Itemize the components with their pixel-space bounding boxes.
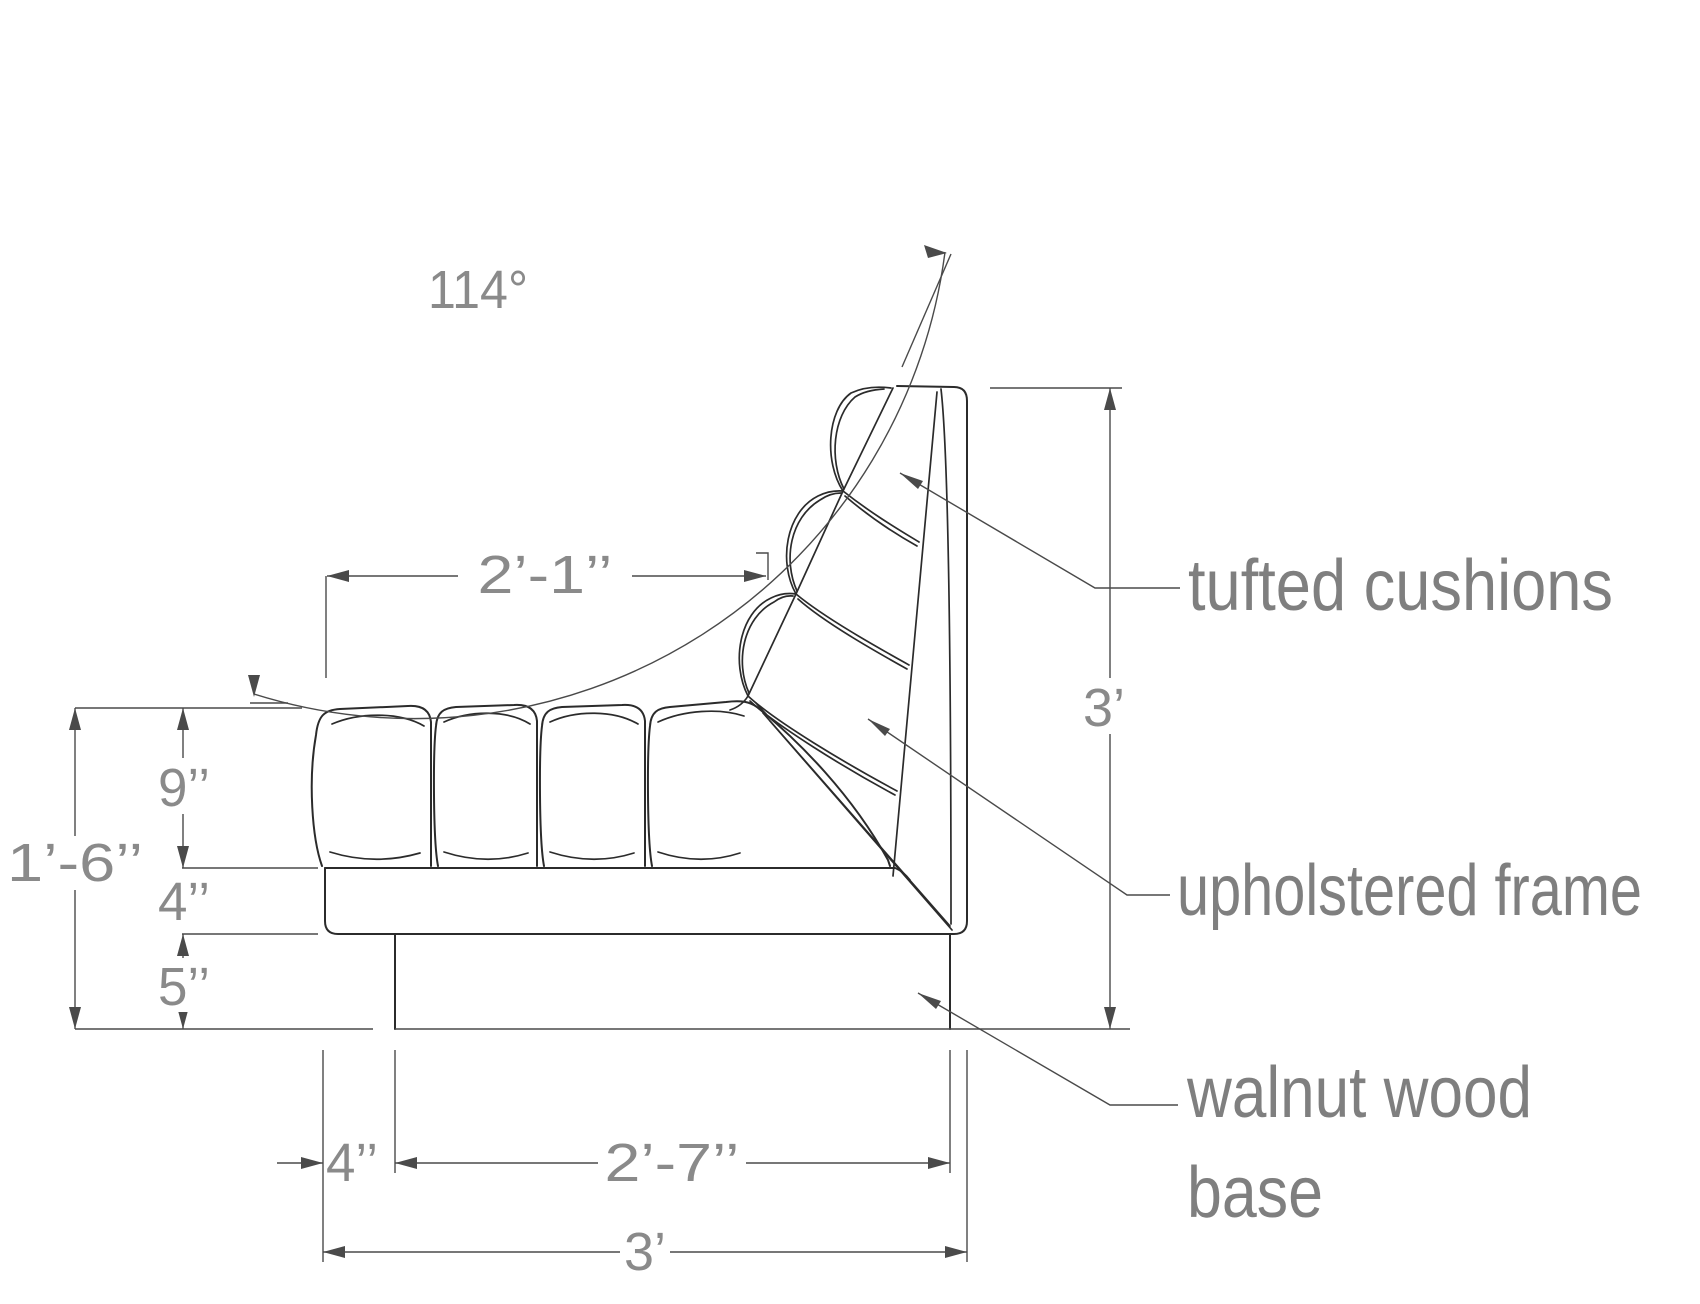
overall-depth-dimension-text: 3’ xyxy=(624,1222,666,1282)
nine-inch-arrow-top xyxy=(177,708,189,730)
five-inch-text-bg xyxy=(152,958,214,1012)
overall-depth-arrow-left xyxy=(323,1246,345,1258)
seat-cushion-2 xyxy=(432,703,538,867)
overall-height-text-bg xyxy=(1080,678,1128,734)
leader-walnut-base xyxy=(917,992,1178,1106)
base-length-arrow-right xyxy=(928,1157,950,1169)
angle-text-bg xyxy=(420,262,536,318)
frame-height-dimension-text: 4’’ xyxy=(158,872,210,932)
angle-dimension-text: 114° xyxy=(428,260,528,320)
total-height-arrow-top xyxy=(69,708,81,730)
leader-tufted-cushions xyxy=(899,472,1180,589)
total-height-text-bg xyxy=(2,836,148,890)
cushion-height-dimension-text: 9’’ xyxy=(158,758,210,818)
angle-arc xyxy=(253,251,946,720)
seat-cushion-4-bottom-seam xyxy=(657,851,741,861)
base-length-dimension-text: 2’-7’’ xyxy=(605,1133,740,1193)
back-seam-middle xyxy=(795,593,910,670)
back-cushion-bottom-bulge-inner xyxy=(741,595,794,694)
dimension-text-backgrounds xyxy=(2,262,1128,1278)
seat-cushion-3 xyxy=(538,703,646,867)
back-cushion-mid-bulge-inner xyxy=(789,492,842,592)
walnut-base-label-line2: base xyxy=(1187,1153,1323,1233)
back-cushion-top-bulge-inner xyxy=(834,388,885,490)
upholstered-frame-outline xyxy=(324,385,968,935)
seat-cushion-4-top-seam xyxy=(657,710,745,723)
seat-cushion-3-top-seam xyxy=(549,712,639,725)
walnut-base-leader-line xyxy=(917,992,1178,1106)
total-height-dimension-text: 1’-6’’ xyxy=(7,833,143,893)
back-cushions xyxy=(729,386,920,796)
overall-depth-arrow-right xyxy=(945,1246,967,1258)
angle-extension-line xyxy=(901,253,952,368)
angle-arrow-bottom xyxy=(248,675,260,697)
upholstered-frame-leader-arrow xyxy=(868,719,890,736)
overall-depth-text-bg xyxy=(620,1224,670,1278)
five-inch-arrow-top xyxy=(177,934,189,956)
tufted-cushions-leader-line xyxy=(899,472,1180,589)
walnut-base-label-line1: walnut wood xyxy=(1186,1053,1532,1133)
seat-cushion-1-top-seam xyxy=(331,714,425,727)
seat-cushion-1 xyxy=(310,704,432,867)
tufted-cushions-label: tufted cushions xyxy=(1188,546,1613,626)
back-panel-line xyxy=(892,391,938,877)
back-cushion-bottom-bulge-outer xyxy=(738,592,797,697)
overall-height-arrow-bottom xyxy=(1104,1007,1116,1029)
bottom-extension-lines xyxy=(322,1050,968,1262)
seat-depth-dimension-text: 2’-1’’ xyxy=(478,545,613,605)
seat-cushion-2-bottom-seam xyxy=(443,851,529,861)
overall-height-dimension-text: 3’ xyxy=(1083,678,1125,738)
dimension-texts: 114° 2’-1’’ 9’’ 1’-6’’ 4’’ 5’’ 3’ 4’’ 2’… xyxy=(7,260,1125,1282)
seat-depth-arrow-left xyxy=(327,570,349,582)
back-seam-top xyxy=(842,490,920,547)
seat-cushion-4 xyxy=(646,700,891,867)
callout-labels: tufted cushions upholstered frame walnut… xyxy=(1177,546,1642,1233)
seat-cushion-1-bottom-seam xyxy=(329,851,421,861)
nine-inch-text-bg xyxy=(152,758,214,814)
walnut-base xyxy=(394,933,951,1030)
tufted-cushions-leader-arrow xyxy=(900,473,923,489)
upholstered-frame-label: upholstered frame xyxy=(1177,851,1642,931)
five-inch-arrow-bottom xyxy=(177,1007,189,1029)
base-inset-arrow xyxy=(301,1157,323,1169)
back-cushion-top-bulge-outer xyxy=(829,386,892,492)
overall-height-arrow-top xyxy=(1104,388,1116,410)
seat-depth-text-bg xyxy=(458,548,632,602)
frame-outer-edge xyxy=(324,385,968,935)
four-inch-text-bg xyxy=(152,874,214,928)
walnut-base-leader-arrow xyxy=(918,993,941,1009)
corner-crease-line-2 xyxy=(769,720,953,931)
base-inset-dimension-text: 4’’ xyxy=(326,1133,378,1193)
seat-cushion-2-top-seam xyxy=(443,712,531,725)
frame-inner-side-line xyxy=(940,388,952,925)
angle-arrow-top xyxy=(924,245,947,258)
corner-pinch-curls xyxy=(729,695,767,715)
seat-depth-arrow-right xyxy=(744,570,766,582)
angle-dimension xyxy=(248,245,952,720)
back-cushion-face-lines xyxy=(747,387,894,697)
leader-upholstered-frame xyxy=(867,718,1170,896)
nine-inch-arrow-bottom xyxy=(177,846,189,868)
upholstered-frame-leader-line xyxy=(867,718,1170,896)
seat-cushions xyxy=(310,700,891,867)
back-cushion-mid-bulge-outer xyxy=(785,490,844,595)
base-length-arrow-left xyxy=(395,1157,417,1169)
base-length-text-bg xyxy=(598,1136,746,1190)
base-height-dimension-text: 5’’ xyxy=(158,957,210,1017)
total-height-arrow-bottom xyxy=(69,1007,81,1029)
seat-cushion-3-bottom-seam xyxy=(549,851,635,861)
